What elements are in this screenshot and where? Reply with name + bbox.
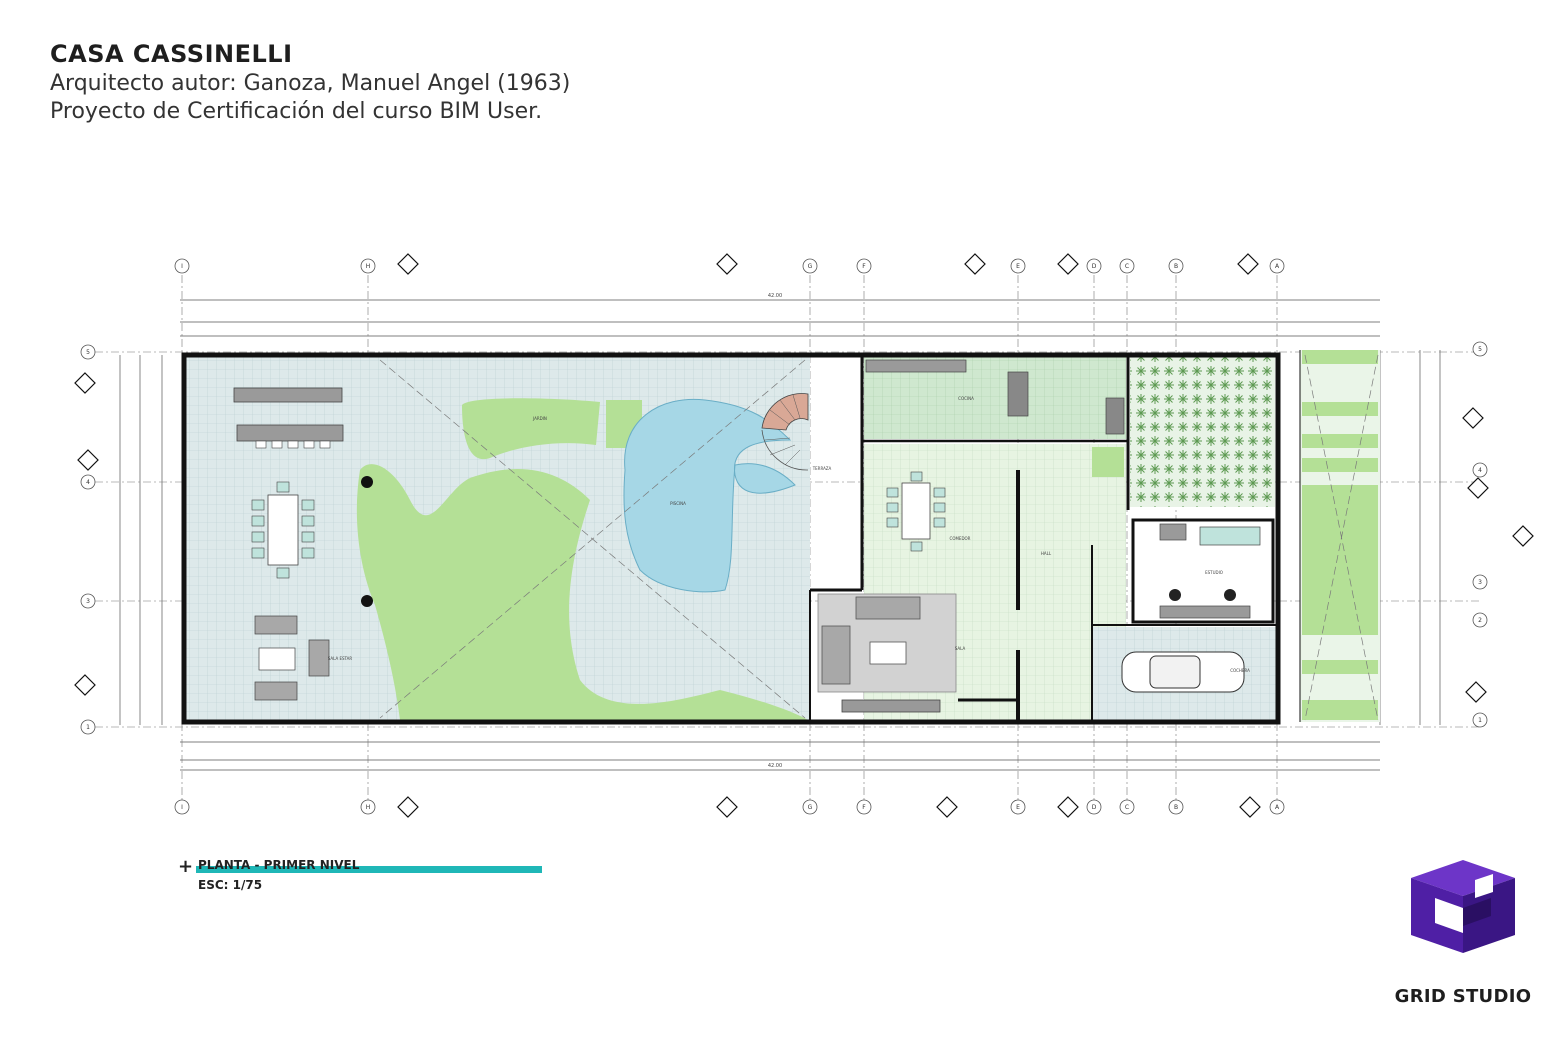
walls bbox=[181, 350, 1301, 725]
svg-text:E: E bbox=[1016, 263, 1020, 270]
brand-block: GRID STUDIO bbox=[1393, 858, 1533, 1018]
svg-text:PISCINA: PISCINA bbox=[670, 501, 686, 506]
brand-name: GRID STUDIO bbox=[1394, 986, 1532, 1007]
svg-text:SALA: SALA bbox=[955, 646, 966, 651]
legend-plan-name: PLANTA - PRIMER NIVEL bbox=[198, 858, 360, 872]
svg-text:H: H bbox=[366, 263, 371, 270]
island bbox=[236, 424, 344, 442]
svg-text:G: G bbox=[808, 804, 813, 811]
svg-text:4: 4 bbox=[1478, 467, 1482, 474]
sofa-left bbox=[821, 625, 851, 685]
svg-text:1: 1 bbox=[1478, 717, 1482, 724]
cube-logo-icon bbox=[1411, 860, 1515, 953]
dimension-lines-top bbox=[180, 299, 1380, 771]
garden-left bbox=[356, 464, 808, 720]
overall-dimension-top: 42.00 bbox=[768, 293, 782, 299]
grid-bubbles-bottom: I H G F E D C B A bbox=[174, 799, 1285, 815]
car bbox=[1121, 651, 1245, 693]
svg-text:TERRAZA: TERRAZA bbox=[812, 466, 832, 471]
section-markers bbox=[74, 253, 1534, 818]
svg-text:A: A bbox=[1275, 263, 1280, 270]
pool bbox=[623, 398, 796, 593]
svg-text:I: I bbox=[181, 263, 183, 270]
svg-text:E: E bbox=[1016, 804, 1020, 811]
svg-text:2: 2 bbox=[1478, 617, 1482, 624]
svg-text:JARDIN: JARDIN bbox=[532, 416, 547, 421]
svg-text:F: F bbox=[862, 263, 866, 270]
svg-text:D: D bbox=[1092, 804, 1097, 811]
svg-text:C: C bbox=[1125, 804, 1129, 811]
svg-text:3: 3 bbox=[1478, 579, 1482, 586]
svg-text:COCHERA: COCHERA bbox=[1230, 668, 1250, 673]
legend-accent-bar bbox=[196, 866, 542, 873]
grid-bubbles-top: I H G F E D C B A bbox=[174, 258, 1285, 274]
svg-text:H: H bbox=[366, 804, 371, 811]
page-title: CASA CASSINELLI bbox=[50, 40, 293, 68]
svg-text:3: 3 bbox=[86, 598, 90, 605]
svg-text:I: I bbox=[181, 804, 183, 811]
svg-text:SALA ESTAR: SALA ESTAR bbox=[328, 656, 353, 661]
plus-icon: + bbox=[178, 856, 194, 877]
svg-text:HALL: HALL bbox=[1041, 551, 1052, 556]
dining-table-left bbox=[267, 494, 299, 566]
spiral-stair bbox=[761, 393, 809, 431]
svg-text:5: 5 bbox=[86, 349, 90, 356]
coffee-table bbox=[869, 641, 907, 665]
sofa-top bbox=[855, 596, 921, 620]
svg-text:4: 4 bbox=[86, 479, 90, 486]
grid-bubbles-rows: 5 4 3 1 5 4 3 2 1 bbox=[80, 341, 1488, 735]
svg-text:COCINA: COCINA bbox=[958, 396, 974, 401]
svg-text:A: A bbox=[1275, 804, 1280, 811]
garden-kitchen-corner bbox=[1092, 447, 1124, 477]
tv-console bbox=[841, 699, 941, 713]
svg-text:D: D bbox=[1092, 263, 1097, 270]
author-line: Arquitecto autor: Ganoza, Manuel Angel (… bbox=[50, 71, 571, 96]
svg-text:5: 5 bbox=[1478, 346, 1482, 353]
header: CASA CASSINELLI Arquitecto autor: Ganoza… bbox=[50, 38, 570, 126]
planter-grid bbox=[1130, 357, 1275, 507]
svg-text:COMEDOR: COMEDOR bbox=[950, 536, 971, 541]
side-strip-gardens bbox=[1302, 350, 1378, 720]
svg-text:F: F bbox=[862, 804, 866, 811]
garden-top bbox=[462, 398, 600, 460]
room-labels: COCINA COMEDOR SALA PISCINA JARDIN TERRA… bbox=[328, 396, 1250, 673]
project-line: Proyecto de Certificación del curso BIM … bbox=[50, 99, 543, 124]
legend-scale: ESC: 1/75 bbox=[198, 878, 263, 892]
svg-text:ESTUDIO: ESTUDIO bbox=[1205, 570, 1223, 575]
svg-text:1: 1 bbox=[86, 724, 90, 731]
kitchen-counter bbox=[233, 387, 343, 403]
svg-text:B: B bbox=[1174, 804, 1178, 811]
svg-text:G: G bbox=[808, 263, 813, 270]
svg-text:B: B bbox=[1174, 263, 1178, 270]
svg-text:C: C bbox=[1125, 263, 1129, 270]
overall-dimension-bottom: 42.00 bbox=[768, 763, 782, 769]
